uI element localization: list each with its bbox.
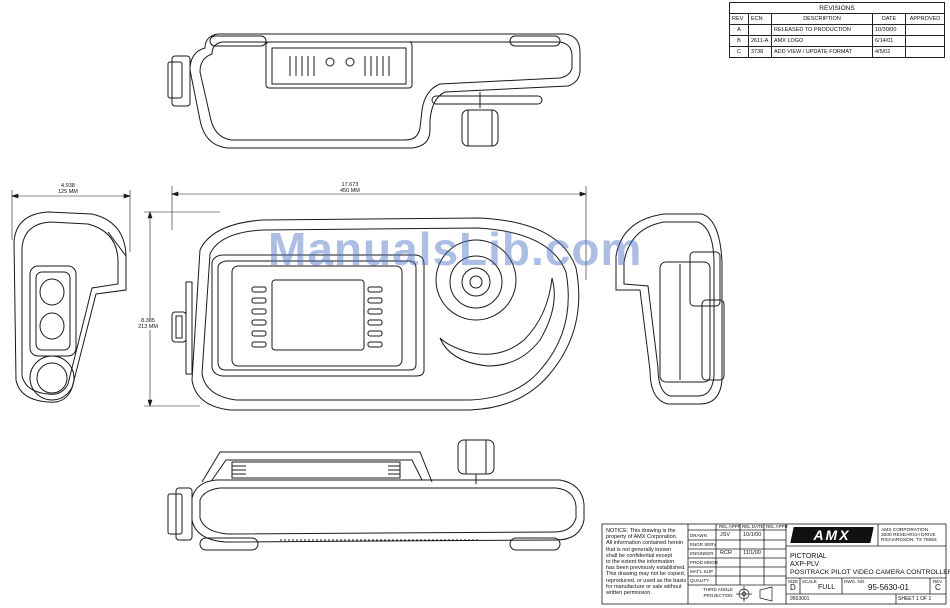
notice-text: NOTICE: This drawing is the property of … xyxy=(606,528,686,596)
watermark: ManualsLib.com xyxy=(268,223,643,275)
revision-description: ADD VIEW / UPDATE FORMAT xyxy=(771,46,873,58)
title-line: PICTORIAL xyxy=(790,553,827,560)
front-view xyxy=(171,217,580,411)
company-line: RICHARDSON, TX 75082 xyxy=(881,538,937,544)
engr-serv-label: ENGR SERV xyxy=(690,542,717,547)
dimension-length-mm: 450 MM xyxy=(340,188,360,194)
revision-date: 4/5/02 xyxy=(872,46,906,58)
notice-line: NOTICE: This drawing is the xyxy=(606,528,676,534)
grip-ridges xyxy=(232,465,400,475)
top-view xyxy=(167,33,581,149)
dimension-length-label: 17.673 450 MM xyxy=(340,182,360,194)
right-side-view xyxy=(615,213,725,405)
notice-line: for manufacture or sale without xyxy=(606,583,682,590)
dimension-height-label: 8.385 213 MM xyxy=(136,318,160,330)
quality-label: QUALITY xyxy=(690,578,710,583)
prod-mngr-label: PROD MNGR xyxy=(690,560,718,565)
matl-sup-label: MAT'L SUP xyxy=(690,569,713,574)
projection-symbol xyxy=(736,586,773,602)
revision-approved xyxy=(905,46,945,58)
dimension-width xyxy=(11,190,131,252)
rev-label: REV xyxy=(933,579,943,584)
soft-buttons-left xyxy=(251,286,267,348)
bottom-view xyxy=(167,439,585,551)
notice-line: All information contained herein xyxy=(606,540,684,547)
left-side-view xyxy=(13,211,127,403)
drawn-date: 10/1/00 xyxy=(743,532,762,538)
dimension-width-label: 4.938 125 MM xyxy=(58,183,78,195)
dimension-height xyxy=(144,211,220,407)
revisions-table: REVISIONS REV ECN DESCRIPTION DATE APPRO… xyxy=(729,2,945,58)
size-value: D xyxy=(790,583,796,592)
col-rel-appr-2: REL APPR xyxy=(766,524,788,529)
dimension-length-inches: 17.673 xyxy=(341,182,359,188)
engineer-label: ENGINEER xyxy=(690,551,714,556)
table-row: C 3738 ADD VIEW / UPDATE FORMAT 4/5/02 xyxy=(729,46,945,58)
sheet-text: SHEET 1 OF 1 xyxy=(898,596,931,602)
dimension-width-inches: 4.938 xyxy=(61,183,75,189)
revision-rev: C xyxy=(729,46,749,58)
dimension-height-mm: 213 MM xyxy=(138,324,158,330)
vent-slots xyxy=(289,56,390,76)
engineer-date: 11/1/00 xyxy=(743,550,761,556)
notice-line: reproduced, or used as the basis xyxy=(606,577,687,584)
notice-line: has been previously established. xyxy=(606,565,686,572)
drawn-label: DRAWN xyxy=(690,533,707,538)
size-label: SIZE xyxy=(788,579,799,584)
amx-logo: AMX xyxy=(790,527,874,543)
amx-logo-text: AMX xyxy=(813,527,851,543)
sheet-label: SHEET xyxy=(898,596,915,602)
projection-label: THIRD ANGLE PROJECTION xyxy=(702,587,733,599)
sheet-value: 1 OF 1 xyxy=(915,596,932,602)
company-address: AMX CORPORATION 3000 RESEARCH DRIVE RICH… xyxy=(881,528,937,544)
notice-line: that is not generally known xyxy=(606,546,672,553)
dwg-no-value: 95-5630-01 xyxy=(868,583,909,592)
notice-line: This drawing may not be copied, xyxy=(606,571,686,578)
dimension-length xyxy=(171,186,587,280)
title-line: AXP-PLV xyxy=(790,561,820,568)
drawn-by: JSV xyxy=(720,532,731,538)
scale-value: FULL xyxy=(818,584,836,591)
title-line: POSITRACK PILOT VIDEO CAMERA CONTROLLER xyxy=(790,569,950,576)
col-rel-appr: REL APPR xyxy=(719,524,741,529)
dimension-width-mm: 125 MM xyxy=(58,189,78,195)
company-line: 3000 RESEARCH DRIVE xyxy=(881,533,936,539)
cad-file: 9563001 xyxy=(790,596,810,602)
engineer-by: RCR xyxy=(720,550,732,556)
soft-buttons-right xyxy=(367,286,383,348)
drawing-title: PICTORIAL AXP-PLV POSITRACK PILOT VIDEO … xyxy=(790,553,950,577)
notice-line: written permission. xyxy=(606,590,652,597)
notice-line: shall be confidential except xyxy=(606,552,673,559)
notice-line: to the extent the information xyxy=(606,559,675,566)
rev-value: C xyxy=(935,583,941,592)
dimension-height-inches: 8.385 xyxy=(141,318,155,324)
title-block-frame xyxy=(601,523,947,605)
dwg-no-label: DWG. NO. xyxy=(844,579,866,584)
scale-label: SCALE xyxy=(802,579,817,584)
notice-line: property of AMX Corporation. xyxy=(606,534,678,541)
company-line: AMX CORPORATION xyxy=(881,528,929,533)
col-rel-date: REL DATE xyxy=(742,524,764,529)
